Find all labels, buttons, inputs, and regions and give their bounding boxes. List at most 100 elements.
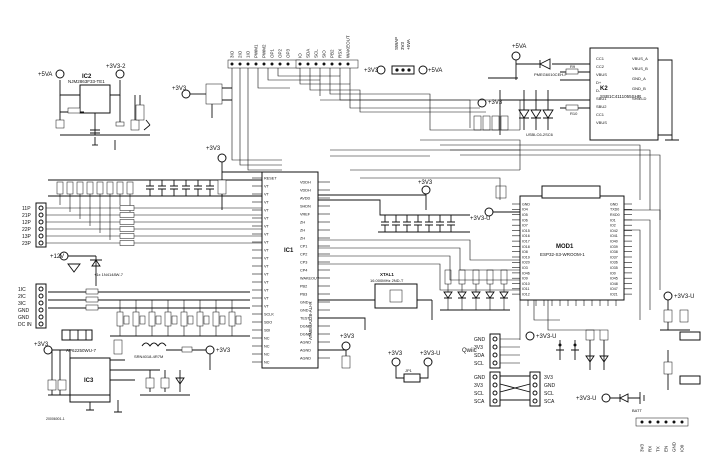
ic1-pin-label: AGND xyxy=(300,349,311,353)
header-pin-label: OP2 xyxy=(278,48,283,58)
mod1-pin-label: IO5 xyxy=(522,213,528,217)
capacitor xyxy=(123,315,130,325)
resistor-label: R9 xyxy=(570,64,576,69)
power-label: +3V3 xyxy=(216,348,231,354)
connector-pin-label: SCL xyxy=(474,391,484,397)
header-pin-label: 2IO xyxy=(238,50,243,58)
mod1-pin-label: IO16 xyxy=(522,234,530,238)
connector-pin-label: SCA xyxy=(474,399,485,405)
power-label: +3V3 xyxy=(172,86,187,92)
connector-pin xyxy=(532,390,538,396)
power-label: +12V xyxy=(50,254,64,260)
connector-pin-label: 12P xyxy=(22,220,32,226)
connector-pin-label: 1IC xyxy=(18,287,26,293)
mod1-pin-label: IO20 xyxy=(522,261,530,265)
power-label: +3V3 xyxy=(418,180,433,186)
connector-pin-label: GND xyxy=(474,375,486,381)
k2-pin-label: CC2 xyxy=(596,64,605,69)
ic1-part: ATMEGA328-AU-R xyxy=(308,301,313,340)
header-pin-label: SDA xyxy=(306,49,311,58)
power-label: +3V3 xyxy=(206,146,221,152)
k2-pin-label: SBU2 xyxy=(596,104,607,109)
top-header-right xyxy=(295,59,359,69)
ic1-pin-label: VT xyxy=(264,257,270,261)
power-label: +3V3 xyxy=(340,334,355,340)
mod1-pin-label: IO17 xyxy=(522,240,530,244)
mod1-pin-label: IO15 xyxy=(522,229,530,233)
zener-label: +1x 1N4148W-7 xyxy=(94,272,124,277)
header-pin-label: IO xyxy=(298,53,303,58)
ic1-pin-label: VT xyxy=(264,249,270,253)
connector-pin xyxy=(38,293,44,299)
power-label: +3V3-U xyxy=(576,396,597,402)
connector-pin xyxy=(38,321,44,327)
header-pin xyxy=(338,62,342,66)
ic1-pin-label: CP2 xyxy=(300,253,307,257)
header-pin-label: IO0 xyxy=(680,444,685,452)
ic1-pin-label: VT xyxy=(264,305,270,309)
ic1-pin-label: ZH xyxy=(300,229,305,233)
resistor xyxy=(116,311,124,327)
k2-circuitry: +5VA PMEG6010CEH-F R9 R10 USBLC6-2SC6 +3… xyxy=(473,44,679,141)
ic1-pin-label: VT xyxy=(264,201,270,205)
xtal-ref: XTAL1 xyxy=(380,272,394,277)
capacitor xyxy=(203,315,210,325)
bus-wires-mid xyxy=(318,99,600,340)
ic1-pin-label: ZH xyxy=(300,221,305,225)
header-pin xyxy=(306,62,310,66)
mod1-pin-label: IO4 xyxy=(522,208,528,212)
connector-pin-label: SCL xyxy=(544,391,554,397)
ic1-pin-label: TEST xyxy=(300,317,310,321)
mod1-pin-label: IO46 xyxy=(522,271,530,275)
battery-label: BATT xyxy=(632,408,642,413)
connector-pin xyxy=(492,352,498,358)
header-pin-label: OP1 xyxy=(270,48,275,58)
header-pin xyxy=(278,62,282,66)
ic1-pin-label: VT xyxy=(264,217,270,221)
ic1-pin-label: GND xyxy=(300,309,309,313)
resistor xyxy=(500,269,508,285)
resistor xyxy=(119,233,135,239)
connector-pin-label: SCA xyxy=(544,399,555,405)
mod1-pin-label: IO48 xyxy=(610,282,618,286)
buttons-area xyxy=(556,329,609,370)
power-label: +3V3 xyxy=(488,100,503,106)
header-pin xyxy=(262,62,266,66)
ic1-pin-label: PB3 xyxy=(300,293,307,297)
ic1-pin-label: CP4 xyxy=(300,269,307,273)
power-label: +5VA xyxy=(38,72,52,78)
ic1-pin-label: NC xyxy=(264,353,270,357)
jp-label: +5VA xyxy=(406,39,411,50)
connector-pin xyxy=(492,382,498,388)
jumper-bottom: +3V3 +3V3-U JP1 xyxy=(388,351,441,383)
ic1-pin-label: VT xyxy=(264,297,270,301)
power-label: +3V3-U xyxy=(536,334,557,340)
resistor xyxy=(164,311,172,327)
header-pin-label: SCL xyxy=(314,49,319,58)
ic1-pin-label: SDI xyxy=(264,329,270,333)
resistor xyxy=(106,181,114,195)
bus-wires-top xyxy=(231,68,661,220)
mod1-pin-label: TXD0 xyxy=(610,208,619,212)
ic2-ref: IC2 xyxy=(82,74,92,80)
ic1-pin-label: NC xyxy=(264,361,270,365)
mod1-pin-label: IO40 xyxy=(610,240,618,244)
ic1-pin-label: PB2 xyxy=(300,285,307,289)
ic1-pin-label: VT xyxy=(264,265,270,269)
header-pin-label: TX xyxy=(656,446,661,452)
power-label: +3V3-2 xyxy=(106,64,126,70)
resistor xyxy=(66,181,74,195)
resistor-stack xyxy=(119,205,262,246)
connector-pin-label: GND xyxy=(18,315,30,321)
diode-label: PMEG6010CEH-F xyxy=(534,72,567,77)
xtal-part: 16.000MHz 2ND-T xyxy=(370,278,404,283)
header-pin xyxy=(680,420,684,424)
header-pin-label: RX xyxy=(648,446,653,452)
ic1-pin-label: SCLK xyxy=(264,313,274,317)
capacitor xyxy=(235,315,242,325)
ic1-pin-label: VT xyxy=(264,209,270,213)
inductor-label: SRN4018-4R7M xyxy=(134,354,163,359)
mod1-pin-label: IO9 xyxy=(522,277,528,281)
